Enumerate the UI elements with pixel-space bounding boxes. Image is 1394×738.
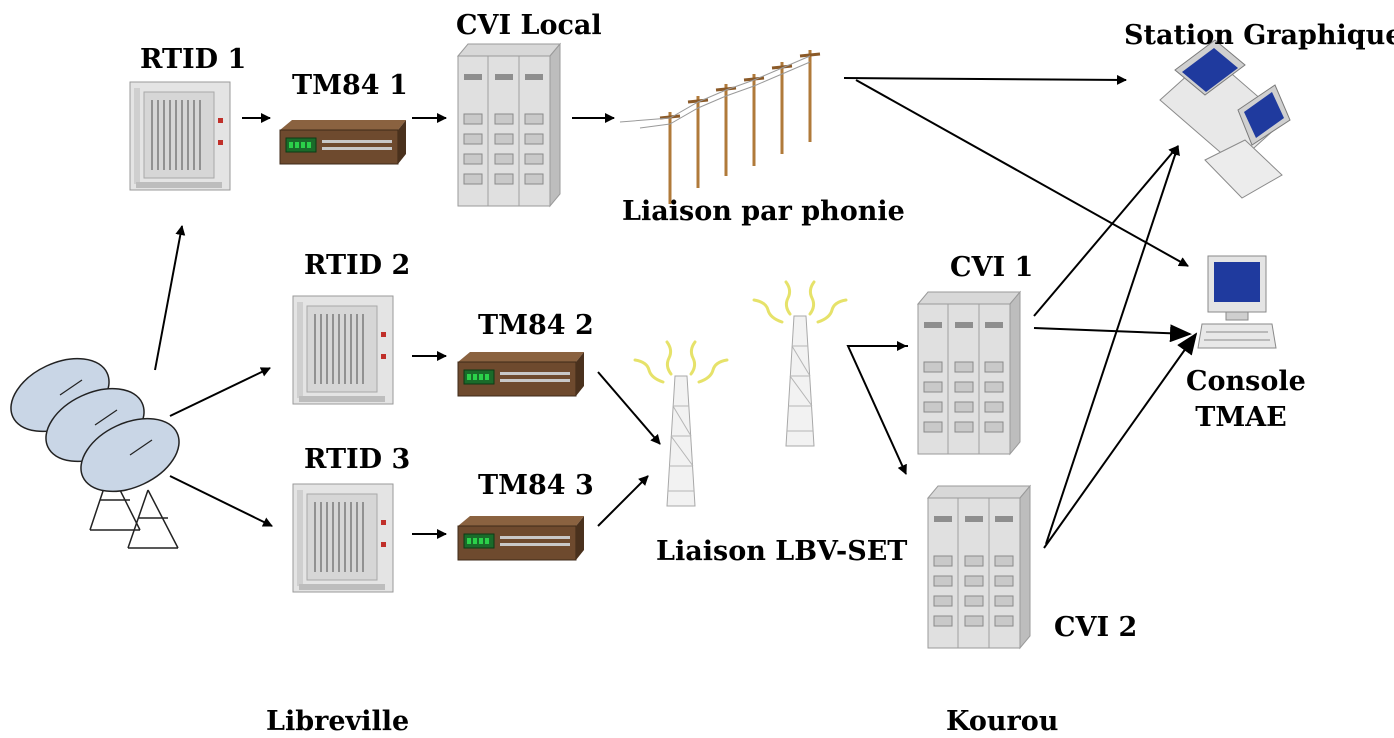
label-cvi2: CVI 2 <box>1054 612 1138 643</box>
server-cabinet-icon <box>457 43 561 207</box>
arrow-icon <box>1033 324 1192 343</box>
label-cvi1: CVI 1 <box>950 252 1034 283</box>
modem-icon <box>457 515 585 561</box>
label-cvi-local: CVI Local <box>456 10 602 41</box>
arrow-icon <box>1045 145 1180 545</box>
arrow-icon <box>154 225 186 371</box>
arrow-icon <box>1043 332 1198 549</box>
label-libreville: Libreville <box>266 706 410 737</box>
arrow-icon <box>169 367 271 417</box>
console-terminal-icon <box>1197 255 1277 349</box>
server-cabinet-icon <box>917 291 1021 455</box>
label-rtid2: RTID 2 <box>304 250 411 281</box>
label-tmae: TMAE <box>1195 402 1287 433</box>
label-kourou: Kourou <box>946 706 1059 737</box>
label-tm84-2: TM84 2 <box>478 310 594 341</box>
arrow-icon <box>597 371 661 445</box>
arrow-icon <box>843 74 1127 85</box>
label-console: Console <box>1186 366 1306 397</box>
satellite-dish-icon <box>10 357 180 549</box>
modem-icon <box>279 119 407 165</box>
radio-tower-icon <box>633 340 729 508</box>
arrow-icon <box>597 475 649 527</box>
label-station-graphique: Station Graphique <box>1124 20 1394 51</box>
rack-icon <box>292 295 394 405</box>
arrow-icon <box>855 79 1189 267</box>
modem-icon <box>457 351 585 397</box>
label-tm84-3: TM84 3 <box>478 470 594 501</box>
label-liaison-phonie: Liaison par phonie <box>622 196 905 227</box>
telephone-poles-icon <box>619 48 822 206</box>
rack-icon <box>292 483 394 593</box>
arrow-icon <box>1033 145 1179 317</box>
workstation-icon <box>1159 39 1291 199</box>
arrow-icon <box>169 475 273 527</box>
label-rtid1: RTID 1 <box>140 44 247 75</box>
arrow-icon <box>846 345 908 475</box>
radio-tower-icon <box>752 280 848 448</box>
rack-icon <box>129 81 231 191</box>
label-liaison-lbv: Liaison LBV-SET <box>656 536 908 567</box>
server-cabinet-icon <box>927 485 1031 649</box>
label-rtid3: RTID 3 <box>304 444 411 475</box>
label-tm84-1: TM84 1 <box>292 70 408 101</box>
